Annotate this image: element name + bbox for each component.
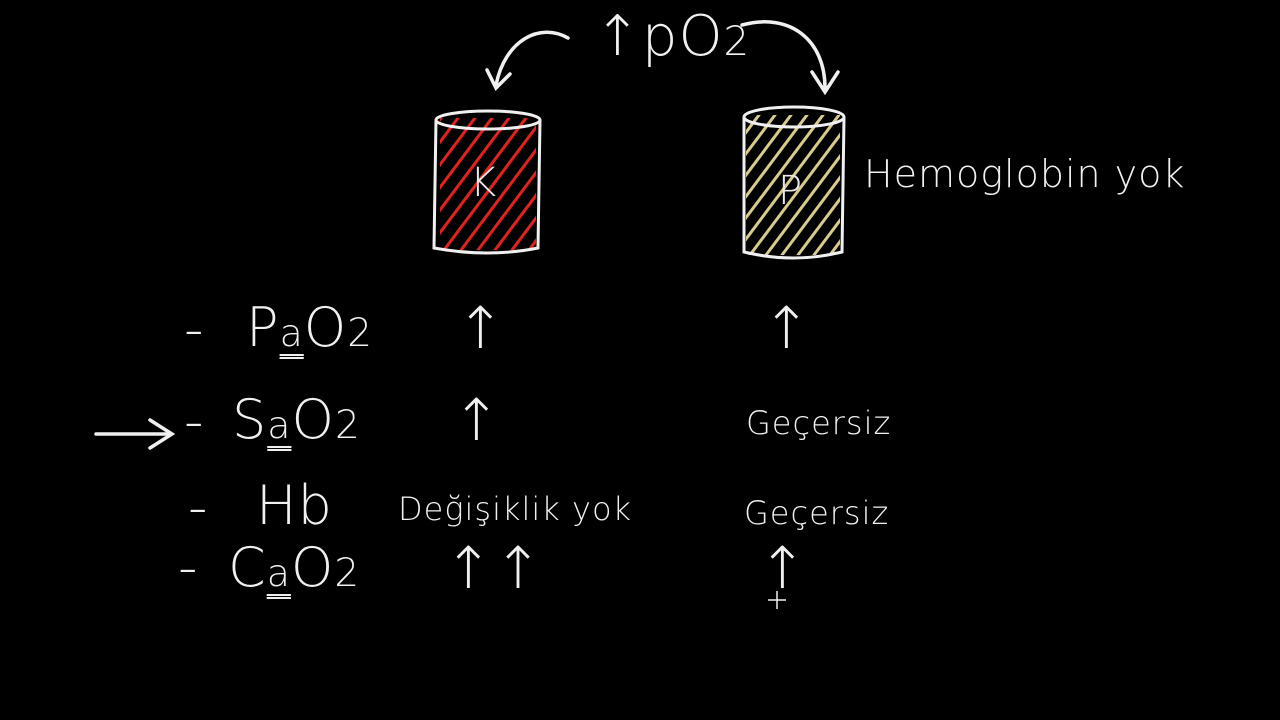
hatch-stroke bbox=[606, 115, 711, 255]
hatch-stroke bbox=[665, 118, 764, 250]
cursor-cross bbox=[768, 591, 786, 609]
hatch-stroke bbox=[622, 115, 727, 255]
label-base: P bbox=[246, 296, 280, 359]
row-hb-p-value: Geçersiz bbox=[744, 494, 890, 532]
container-p-hatching bbox=[606, 115, 840, 255]
row-label-cao2: CaO2 bbox=[228, 536, 360, 599]
top-po2-subscript: 2 bbox=[723, 18, 751, 65]
hatch-stroke bbox=[746, 115, 777, 157]
hatch-stroke bbox=[440, 118, 443, 122]
top-po2-text: pO bbox=[641, 4, 724, 69]
hatch-stroke bbox=[746, 115, 809, 199]
row-hb-k-value: Değişiklik yok bbox=[398, 490, 633, 528]
label-subscript: 2 bbox=[347, 311, 373, 356]
row-sao2-k-value: ↑ bbox=[452, 386, 502, 454]
label-subscript: 2 bbox=[334, 403, 361, 448]
container-k-hatching bbox=[308, 118, 764, 250]
hatch-stroke bbox=[614, 118, 713, 250]
pointer-arrow bbox=[94, 418, 176, 450]
row-pao2-k-value: ↑ bbox=[456, 294, 506, 362]
row-sao2-p-value: Geçersiz bbox=[746, 404, 892, 442]
hatch-stroke bbox=[746, 115, 840, 242]
label-tail: O bbox=[290, 536, 335, 599]
hatch-stroke bbox=[440, 118, 477, 168]
row-pao2-p-value: ↑ bbox=[762, 294, 812, 362]
hatch-stroke bbox=[638, 115, 743, 255]
hatch-stroke bbox=[648, 118, 747, 250]
row-bullet: - bbox=[184, 390, 205, 453]
label-tail: O bbox=[291, 388, 335, 451]
hatch-stroke bbox=[631, 118, 730, 250]
row-cao2-k-value: ↑↑ bbox=[444, 534, 544, 602]
row-bullet: - bbox=[184, 298, 205, 361]
row-bullet: - bbox=[178, 536, 199, 599]
hatch-stroke bbox=[510, 215, 536, 250]
hatch-stroke bbox=[796, 196, 840, 255]
hatch-stroke bbox=[476, 170, 536, 250]
container-k bbox=[308, 109, 764, 255]
hatch-stroke bbox=[325, 118, 424, 250]
hatch-stroke bbox=[748, 132, 840, 255]
container-p bbox=[606, 105, 846, 260]
hatch-stroke bbox=[580, 118, 679, 250]
label-subscript: 2 bbox=[334, 551, 361, 596]
hatch-stroke bbox=[440, 118, 511, 213]
hatch-stroke bbox=[527, 238, 536, 250]
label-base: C bbox=[228, 536, 267, 599]
hatch-stroke bbox=[493, 192, 536, 250]
row-label-pao2: PaO2 bbox=[246, 296, 373, 359]
label-mid: a bbox=[266, 551, 291, 595]
hatch-stroke bbox=[440, 118, 528, 236]
hatch-stroke bbox=[546, 118, 645, 250]
hatch-stroke bbox=[563, 118, 662, 250]
row-bullet: - bbox=[188, 476, 209, 539]
curved-arrow-right bbox=[740, 20, 840, 96]
hatch-stroke bbox=[780, 175, 840, 255]
curved-arrow-left bbox=[485, 30, 570, 91]
hatch-stroke bbox=[597, 118, 696, 250]
hatch-stroke bbox=[440, 118, 494, 190]
hemoglobin-note: Hemoglobin yok bbox=[864, 152, 1186, 196]
label-mid: a bbox=[279, 311, 304, 355]
hatch-stroke bbox=[812, 217, 840, 255]
row-cao2-p-value: ↑ bbox=[758, 534, 808, 602]
label-tail: O bbox=[303, 296, 348, 359]
up-arrow-icon: ↑ bbox=[594, 4, 642, 69]
hatch-stroke bbox=[746, 115, 825, 221]
hatch-stroke bbox=[442, 124, 536, 250]
label-mid: a bbox=[267, 403, 292, 447]
hatch-stroke bbox=[440, 118, 460, 145]
top-po2-label: ↑pO2 bbox=[594, 4, 750, 69]
label-base: S bbox=[232, 388, 268, 451]
hatch-stroke bbox=[746, 115, 793, 178]
container-k-letter: K bbox=[470, 160, 498, 206]
container-p-letter: P bbox=[778, 168, 804, 214]
row-label-sao2: SaO2 bbox=[232, 388, 361, 451]
hatch-stroke bbox=[764, 153, 840, 255]
hatch-stroke bbox=[459, 147, 536, 250]
hatch-stroke bbox=[308, 118, 407, 250]
row-label-hb: Hb bbox=[256, 474, 333, 537]
